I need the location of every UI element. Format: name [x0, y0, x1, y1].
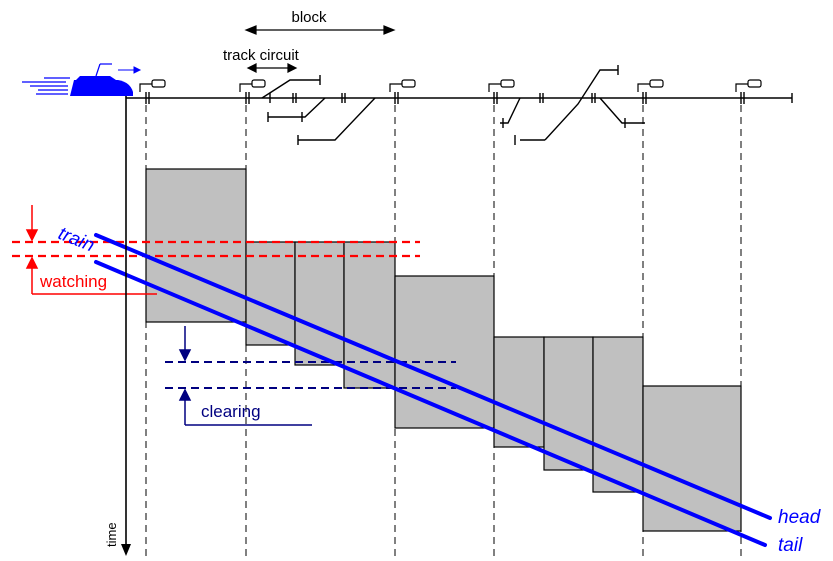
occupancy-block — [592, 336, 644, 493]
signal-icon — [637, 79, 664, 92]
occupancy-block — [642, 385, 742, 532]
track-layout — [126, 92, 793, 104]
clearing-label: clearing — [201, 402, 261, 421]
clearing-lines — [165, 361, 456, 389]
signal-icon — [488, 79, 515, 92]
occupancy-block — [294, 241, 345, 366]
clearing-marker — [178, 326, 312, 426]
occupancy-block — [145, 168, 247, 323]
train-icon — [22, 63, 142, 96]
occupancy-block — [343, 241, 396, 389]
signal-icon — [139, 79, 166, 92]
switch-icon — [261, 65, 645, 145]
track-circuit-label: track circuit — [223, 47, 300, 64]
occupancy-blocks — [145, 168, 742, 532]
watching-label: watching — [39, 272, 107, 291]
block-dimension — [244, 25, 396, 35]
signal-icon — [239, 79, 266, 92]
train-label: train — [55, 223, 97, 256]
signal-icon — [389, 79, 416, 92]
block-label: block — [291, 9, 327, 26]
time-axis-label: time — [104, 522, 119, 547]
tail-label: tail — [778, 535, 803, 556]
signal-icon — [735, 79, 762, 92]
train-tail-line — [94, 260, 767, 547]
occupancy-block — [493, 336, 545, 448]
head-label: head — [778, 507, 822, 528]
track-circuit-dimension — [246, 63, 298, 73]
occupancy-block — [543, 336, 594, 471]
train-path — [94, 233, 772, 547]
occupancy-block — [394, 275, 495, 429]
train-head-line — [94, 233, 772, 520]
signals — [139, 79, 762, 92]
watching-lines — [12, 240, 420, 258]
time-axis — [121, 96, 131, 556]
watching-marker — [25, 205, 157, 295]
